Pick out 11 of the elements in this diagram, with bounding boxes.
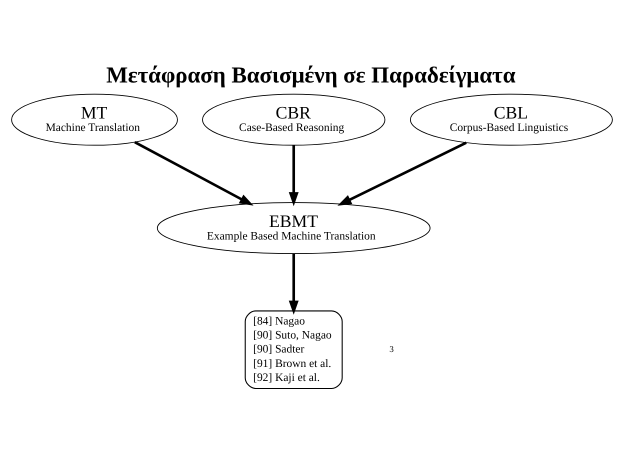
arrow: [288, 145, 299, 206]
arrow: [337, 141, 467, 206]
diagram-title: Μετάφραση Βασισμένη σε Παραδείγματα: [106, 62, 516, 88]
arrow: [288, 254, 299, 315]
node-ellipse: CBR Case-Based Reasoning: [202, 94, 386, 146]
node-ellipse: MT Machine Translation: [11, 94, 178, 146]
node-ellipse: CBL Corpus-Based Linguistics: [410, 94, 613, 146]
label: 3: [389, 344, 394, 354]
node-box: [84] Nagao [90] Suto, Nagao [90] Sadter [91] Brown et al. [92] Kaji et al.: [244, 310, 343, 389]
arrow: [134, 140, 254, 206]
node-ellipse: EBMT Example Based Machine Translation: [156, 202, 430, 254]
